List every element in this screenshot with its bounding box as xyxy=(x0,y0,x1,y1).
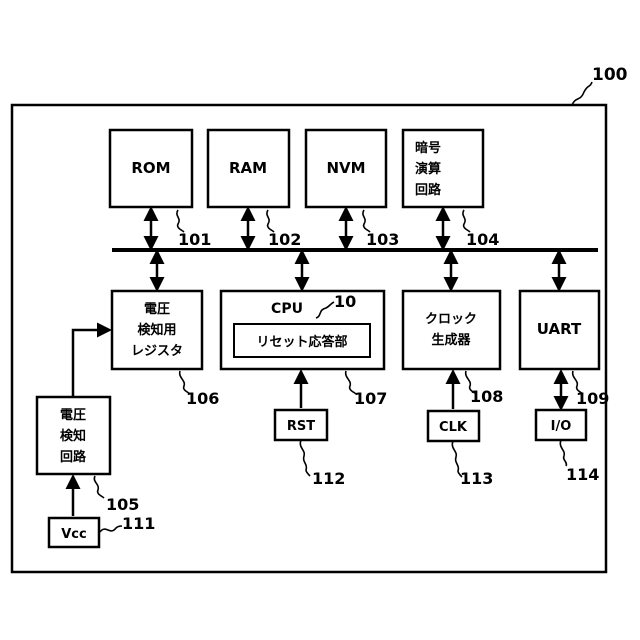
rom-block: ROM 101 xyxy=(110,130,211,249)
clk-ref: 113 xyxy=(460,469,493,488)
voltage-register-block: 電圧 検知用 レジスタ 106 xyxy=(112,252,219,408)
voltage-detector-ref: 105 xyxy=(106,495,139,514)
voltage-register-label-1: 電圧 xyxy=(144,302,170,317)
crypto-label-2: 演算 xyxy=(415,161,441,177)
crypto-label-1: 暗号 xyxy=(415,140,441,156)
rom-label: ROM xyxy=(131,159,170,177)
io-ref: 114 xyxy=(566,465,599,484)
cpu-block: CPU 10 リセット応答部 107 xyxy=(221,252,387,408)
clk-label: CLK xyxy=(439,420,468,435)
voltage-detector-label-2: 検知 xyxy=(60,428,86,444)
nvm-block: NVM 103 xyxy=(306,130,399,249)
system-leader xyxy=(572,82,592,105)
clock-generator-label-2: 生成器 xyxy=(431,332,471,348)
reset-unit-ref: 10 xyxy=(334,292,356,311)
detector-to-register-arrow xyxy=(73,330,109,397)
crypto-label-3: 回路 xyxy=(415,182,442,198)
voltage-register-label-3: レジスタ xyxy=(131,344,183,359)
vcc-terminal: Vcc 111 xyxy=(49,477,155,547)
rst-ref: 112 xyxy=(312,469,345,488)
rst-label: RST xyxy=(287,419,315,434)
voltage-register-ref: 106 xyxy=(186,389,219,408)
cpu-label: CPU xyxy=(271,301,303,317)
nvm-ref: 103 xyxy=(366,230,399,249)
rom-ref: 101 xyxy=(178,230,211,249)
reset-unit-label: リセット応答部 xyxy=(256,334,347,350)
ram-block: RAM 102 xyxy=(208,130,301,249)
crypto-block: 暗号 演算 回路 104 xyxy=(403,130,499,249)
nvm-label: NVM xyxy=(326,159,365,177)
clock-generator-label-1: クロック xyxy=(425,312,477,327)
vcc-ref: 111 xyxy=(122,514,155,533)
voltage-detector-label-1: 電圧 xyxy=(60,408,86,423)
uart-block: UART 109 xyxy=(520,252,609,408)
voltage-register-label-2: 検知用 xyxy=(137,322,176,338)
system-ref: 100 xyxy=(592,65,628,85)
rst-terminal: RST 112 xyxy=(275,372,345,488)
ram-label: RAM xyxy=(229,159,267,177)
vcc-label: Vcc xyxy=(61,527,86,542)
voltage-detector-label-3: 回路 xyxy=(60,449,87,465)
uart-ref: 109 xyxy=(576,389,609,408)
crypto-ref: 104 xyxy=(466,230,499,249)
clock-generator-ref: 108 xyxy=(470,387,503,406)
uart-label: UART xyxy=(537,320,582,338)
ram-ref: 102 xyxy=(268,230,301,249)
cpu-ref: 107 xyxy=(354,389,387,408)
io-label: I/O xyxy=(551,419,572,434)
